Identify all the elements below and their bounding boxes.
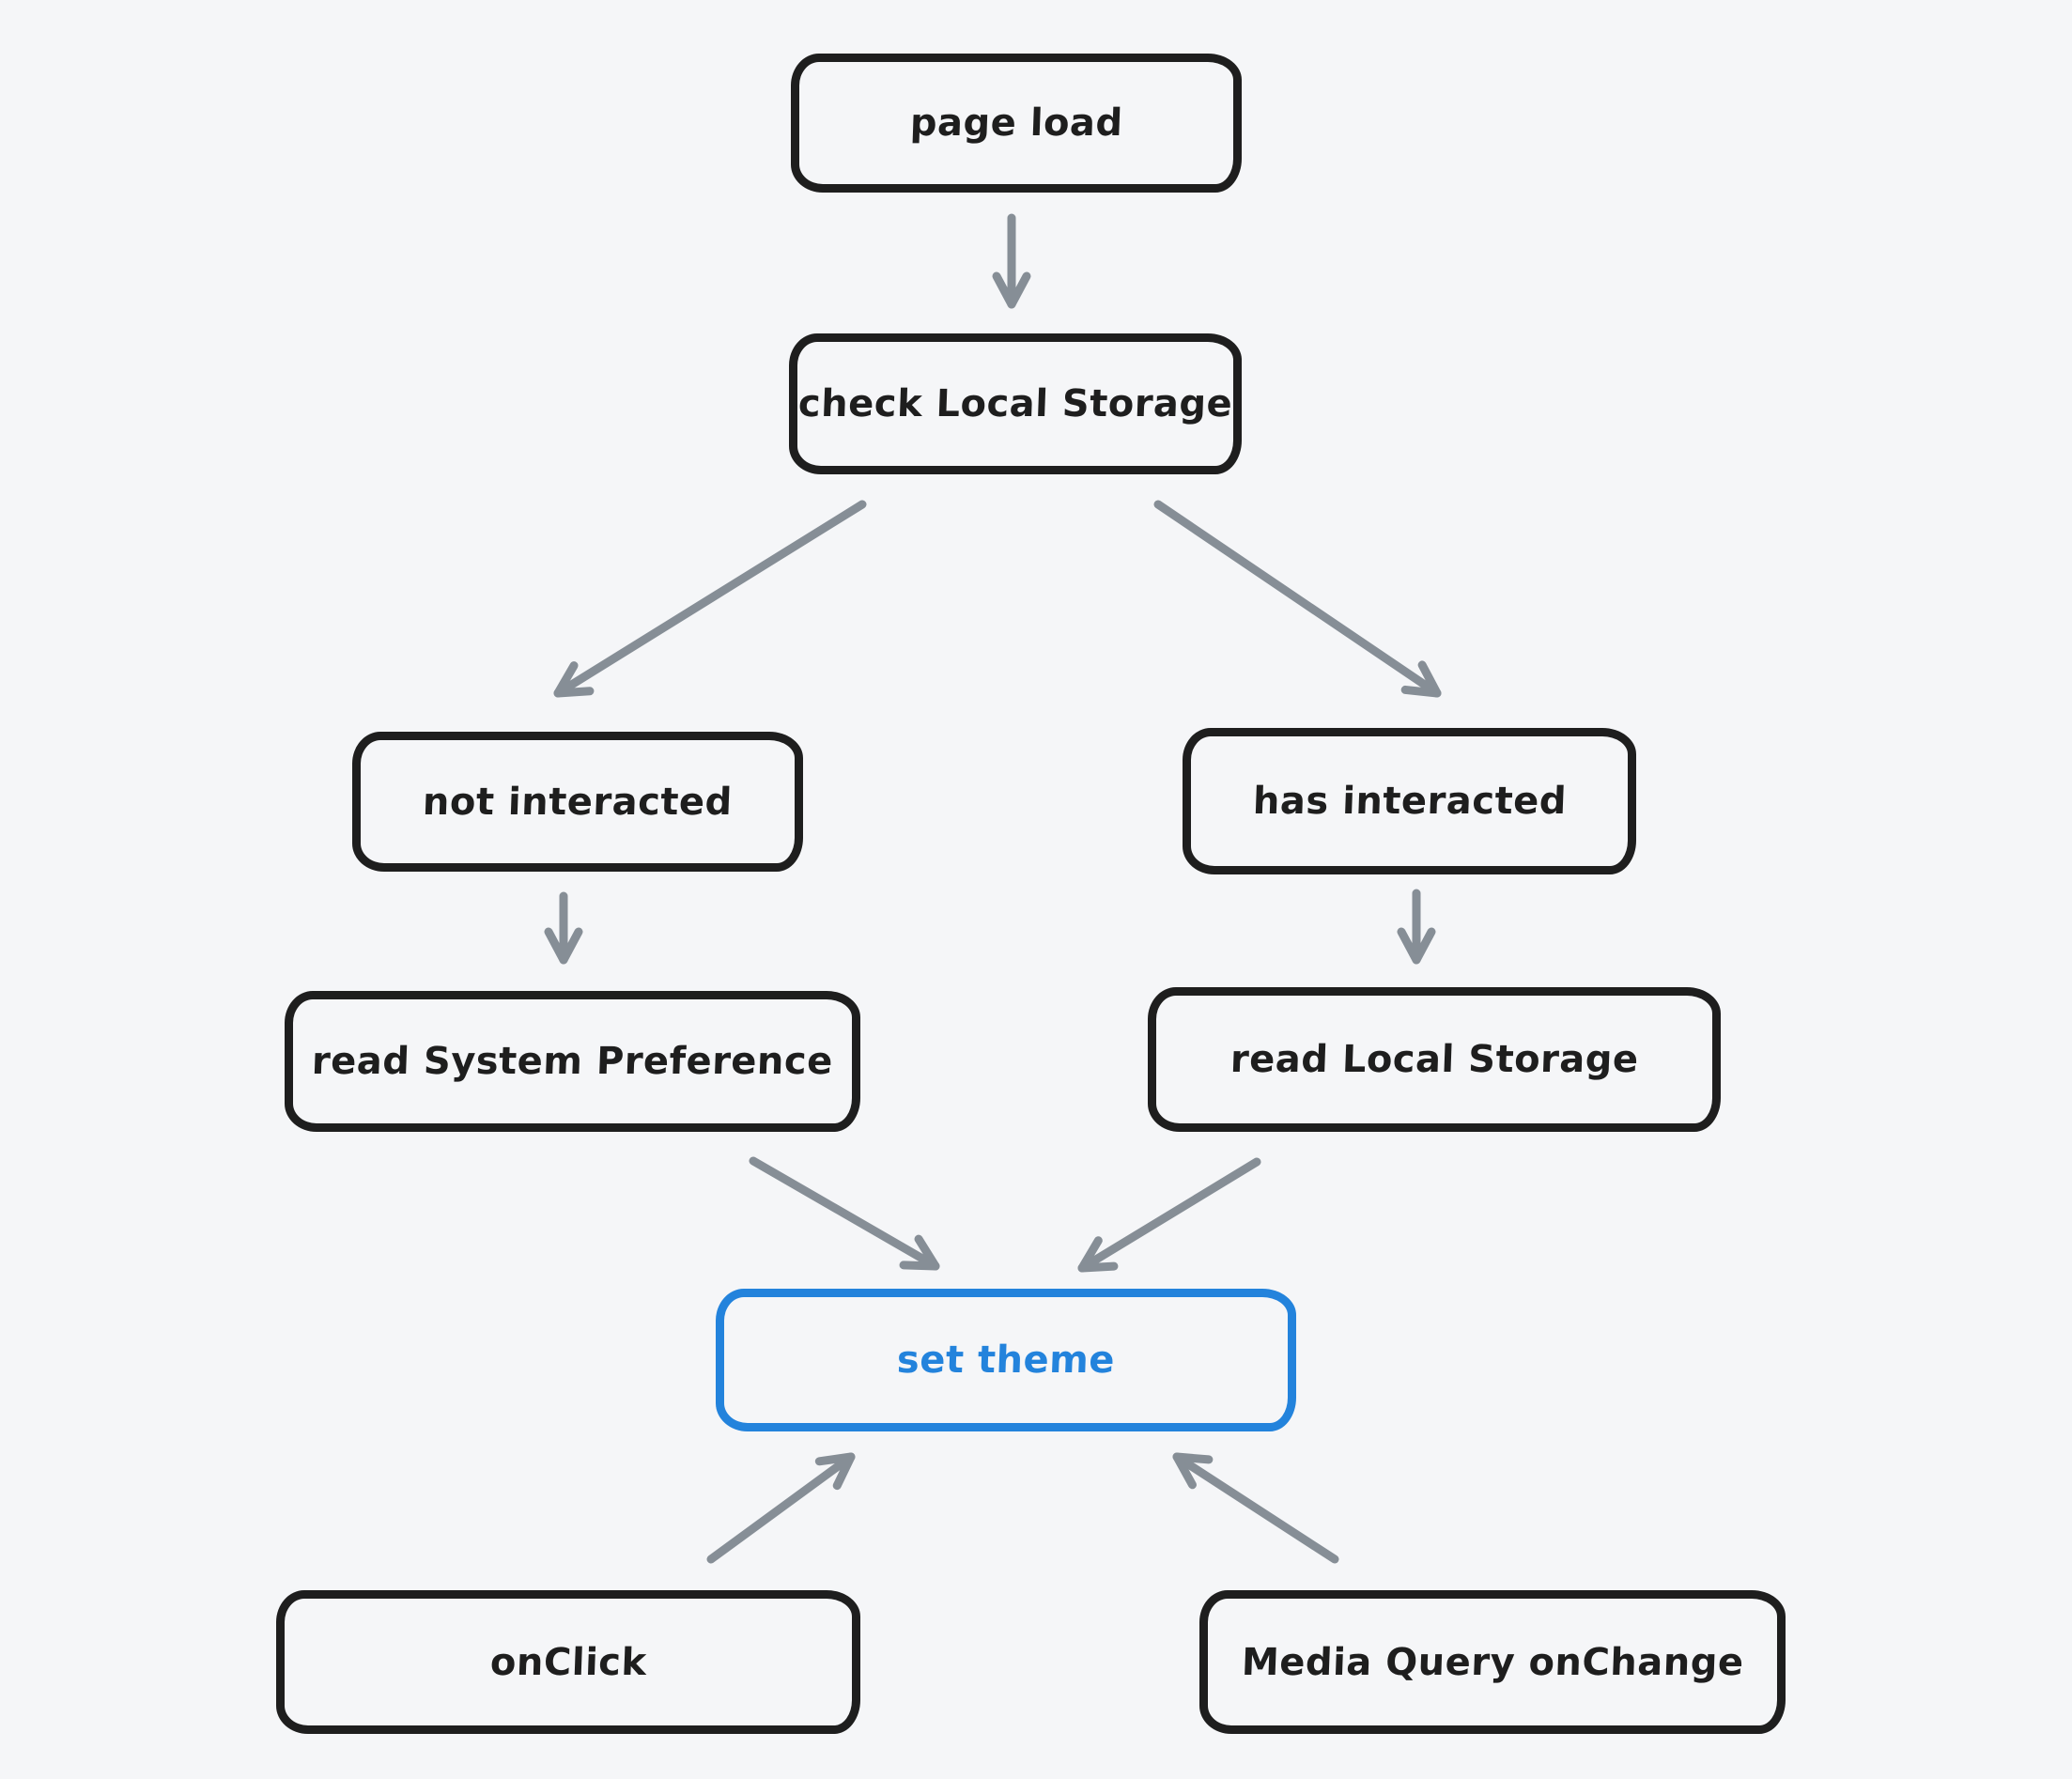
edge-check-local-storage-to-has-interacted[interactable]: [1153, 500, 1442, 698]
node-set-theme-label: set theme: [896, 1338, 1116, 1382]
node-onclick-label: onClick: [488, 1640, 648, 1684]
node-set-theme[interactable]: set theme: [716, 1289, 1296, 1431]
node-read-local-storage[interactable]: read Local Storage: [1148, 987, 1721, 1132]
node-media-query-onchange[interactable]: Media Query onChange: [1199, 1590, 1786, 1734]
edge-read-local-storage-to-set-theme[interactable]: [1077, 1157, 1261, 1273]
node-not-interacted[interactable]: not interacted: [352, 732, 803, 872]
node-has-interacted[interactable]: has interacted: [1183, 728, 1636, 874]
node-page-load[interactable]: page load: [791, 54, 1242, 193]
edge-check-local-storage-to-not-interacted[interactable]: [553, 500, 867, 698]
node-read-local-storage-label: read Local Storage: [1229, 1038, 1640, 1081]
edge-read-system-preference-to-set-theme[interactable]: [749, 1156, 940, 1271]
node-read-system-preference[interactable]: read System Preference: [285, 991, 860, 1132]
node-has-interacted-label: has interacted: [1251, 780, 1568, 823]
edge-media-query-onchange-to-set-theme[interactable]: [1172, 1452, 1339, 1564]
node-check-local-storage[interactable]: check Local Storage: [789, 333, 1242, 474]
node-read-system-preference-label: read System Preference: [311, 1040, 834, 1083]
node-not-interacted-label: not interacted: [422, 780, 734, 824]
edge-onclick-to-set-theme[interactable]: [706, 1452, 856, 1564]
node-check-local-storage-label: check Local Storage: [797, 382, 1233, 425]
node-media-query-onchange-label: Media Query onChange: [1240, 1640, 1745, 1684]
node-page-load-label: page load: [908, 101, 1124, 145]
node-onclick[interactable]: onClick: [276, 1590, 860, 1734]
